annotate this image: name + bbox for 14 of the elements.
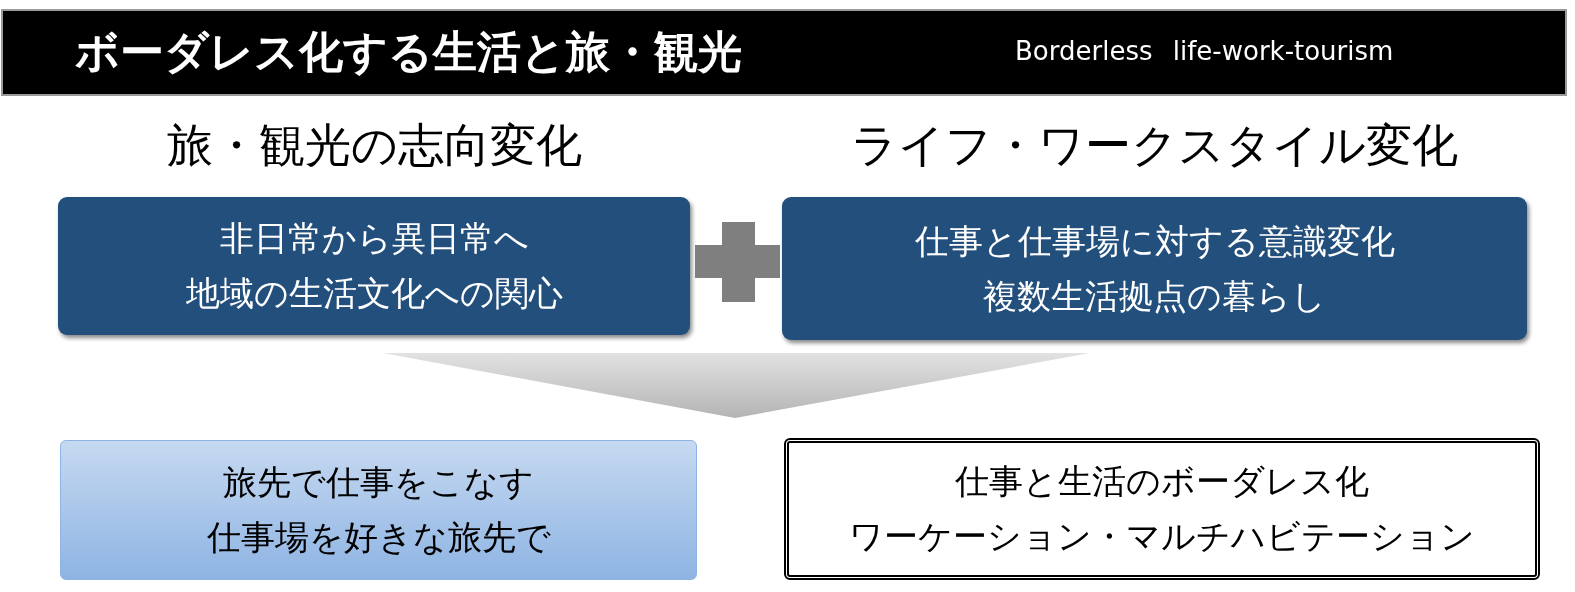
heading: ライフ・ワークスタイル変化 <box>850 117 1459 174</box>
subtitle: Borderless life-work-tourism <box>1015 36 1394 66</box>
box-text: 仕事場を好きな旅先で <box>206 517 551 558</box>
text-box <box>784 438 1540 580</box>
box-text: 仕事と生活のボーダレス化 <box>955 461 1369 502</box>
box-text: ワーケーション・マルチハビテーション <box>849 516 1475 557</box>
box-text: 仕事と仕事場に対する意識変化 <box>914 220 1395 262</box>
box-text: 旅先で仕事をこなす <box>223 462 534 503</box>
box-text: 複数生活拠点の暮らし <box>983 275 1326 317</box>
box-text: 非日常から異日常へ <box>219 218 529 259</box>
heading: 旅・観光の志向変化 <box>165 117 583 174</box>
text-box <box>60 440 697 580</box>
box-text: 地域の生活文化への関心 <box>185 273 563 314</box>
title: ボーダレス化する生活と旅・観光 <box>75 25 742 79</box>
